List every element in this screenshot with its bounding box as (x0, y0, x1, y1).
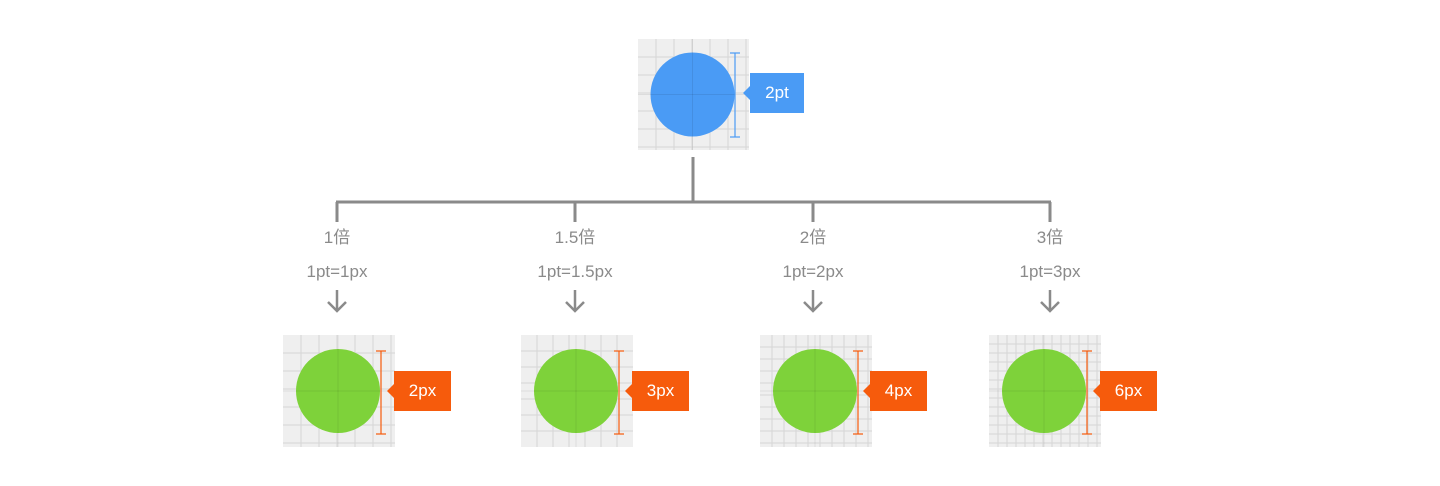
formula-label-3: 1pt=2px (782, 262, 844, 281)
top-size-label: 2pt (765, 83, 789, 102)
multiplier-label-4: 3倍 (1036, 228, 1064, 247)
px-tag-2: 3px (625, 371, 689, 411)
px-tag-1: 2px (387, 371, 451, 411)
arrow-head-4 (1040, 301, 1060, 313)
top-size-tag: 2pt (743, 73, 804, 113)
formula-label-1: 1pt=1px (306, 262, 368, 281)
px-tag-label-3: 4px (884, 381, 913, 400)
px-tag-label-4: 6px (1114, 381, 1143, 400)
formula-label-2: 1pt=1.5px (537, 262, 613, 281)
multiplier-label-3: 2倍 (799, 228, 827, 247)
circle-bottom-4 (1002, 349, 1086, 433)
circle-bottom-2 (534, 349, 618, 433)
arrow-head-2 (565, 301, 585, 313)
multiplier-label-2: 1.5倍 (554, 228, 596, 247)
px-tag-label-2: 3px (646, 381, 675, 400)
arrow-head-1 (327, 301, 347, 313)
px-tag-label-1: 2px (408, 381, 437, 400)
px-tag-4: 6px (1093, 371, 1157, 411)
multiplier-label-1: 1倍 (323, 228, 351, 247)
px-tag-3: 4px (863, 371, 927, 411)
arrow-head-3 (803, 301, 823, 313)
circle-bottom-3 (773, 349, 857, 433)
circle-top (650, 52, 735, 137)
formula-label-4: 1pt=3px (1019, 262, 1081, 281)
circle-bottom-1 (296, 349, 380, 433)
